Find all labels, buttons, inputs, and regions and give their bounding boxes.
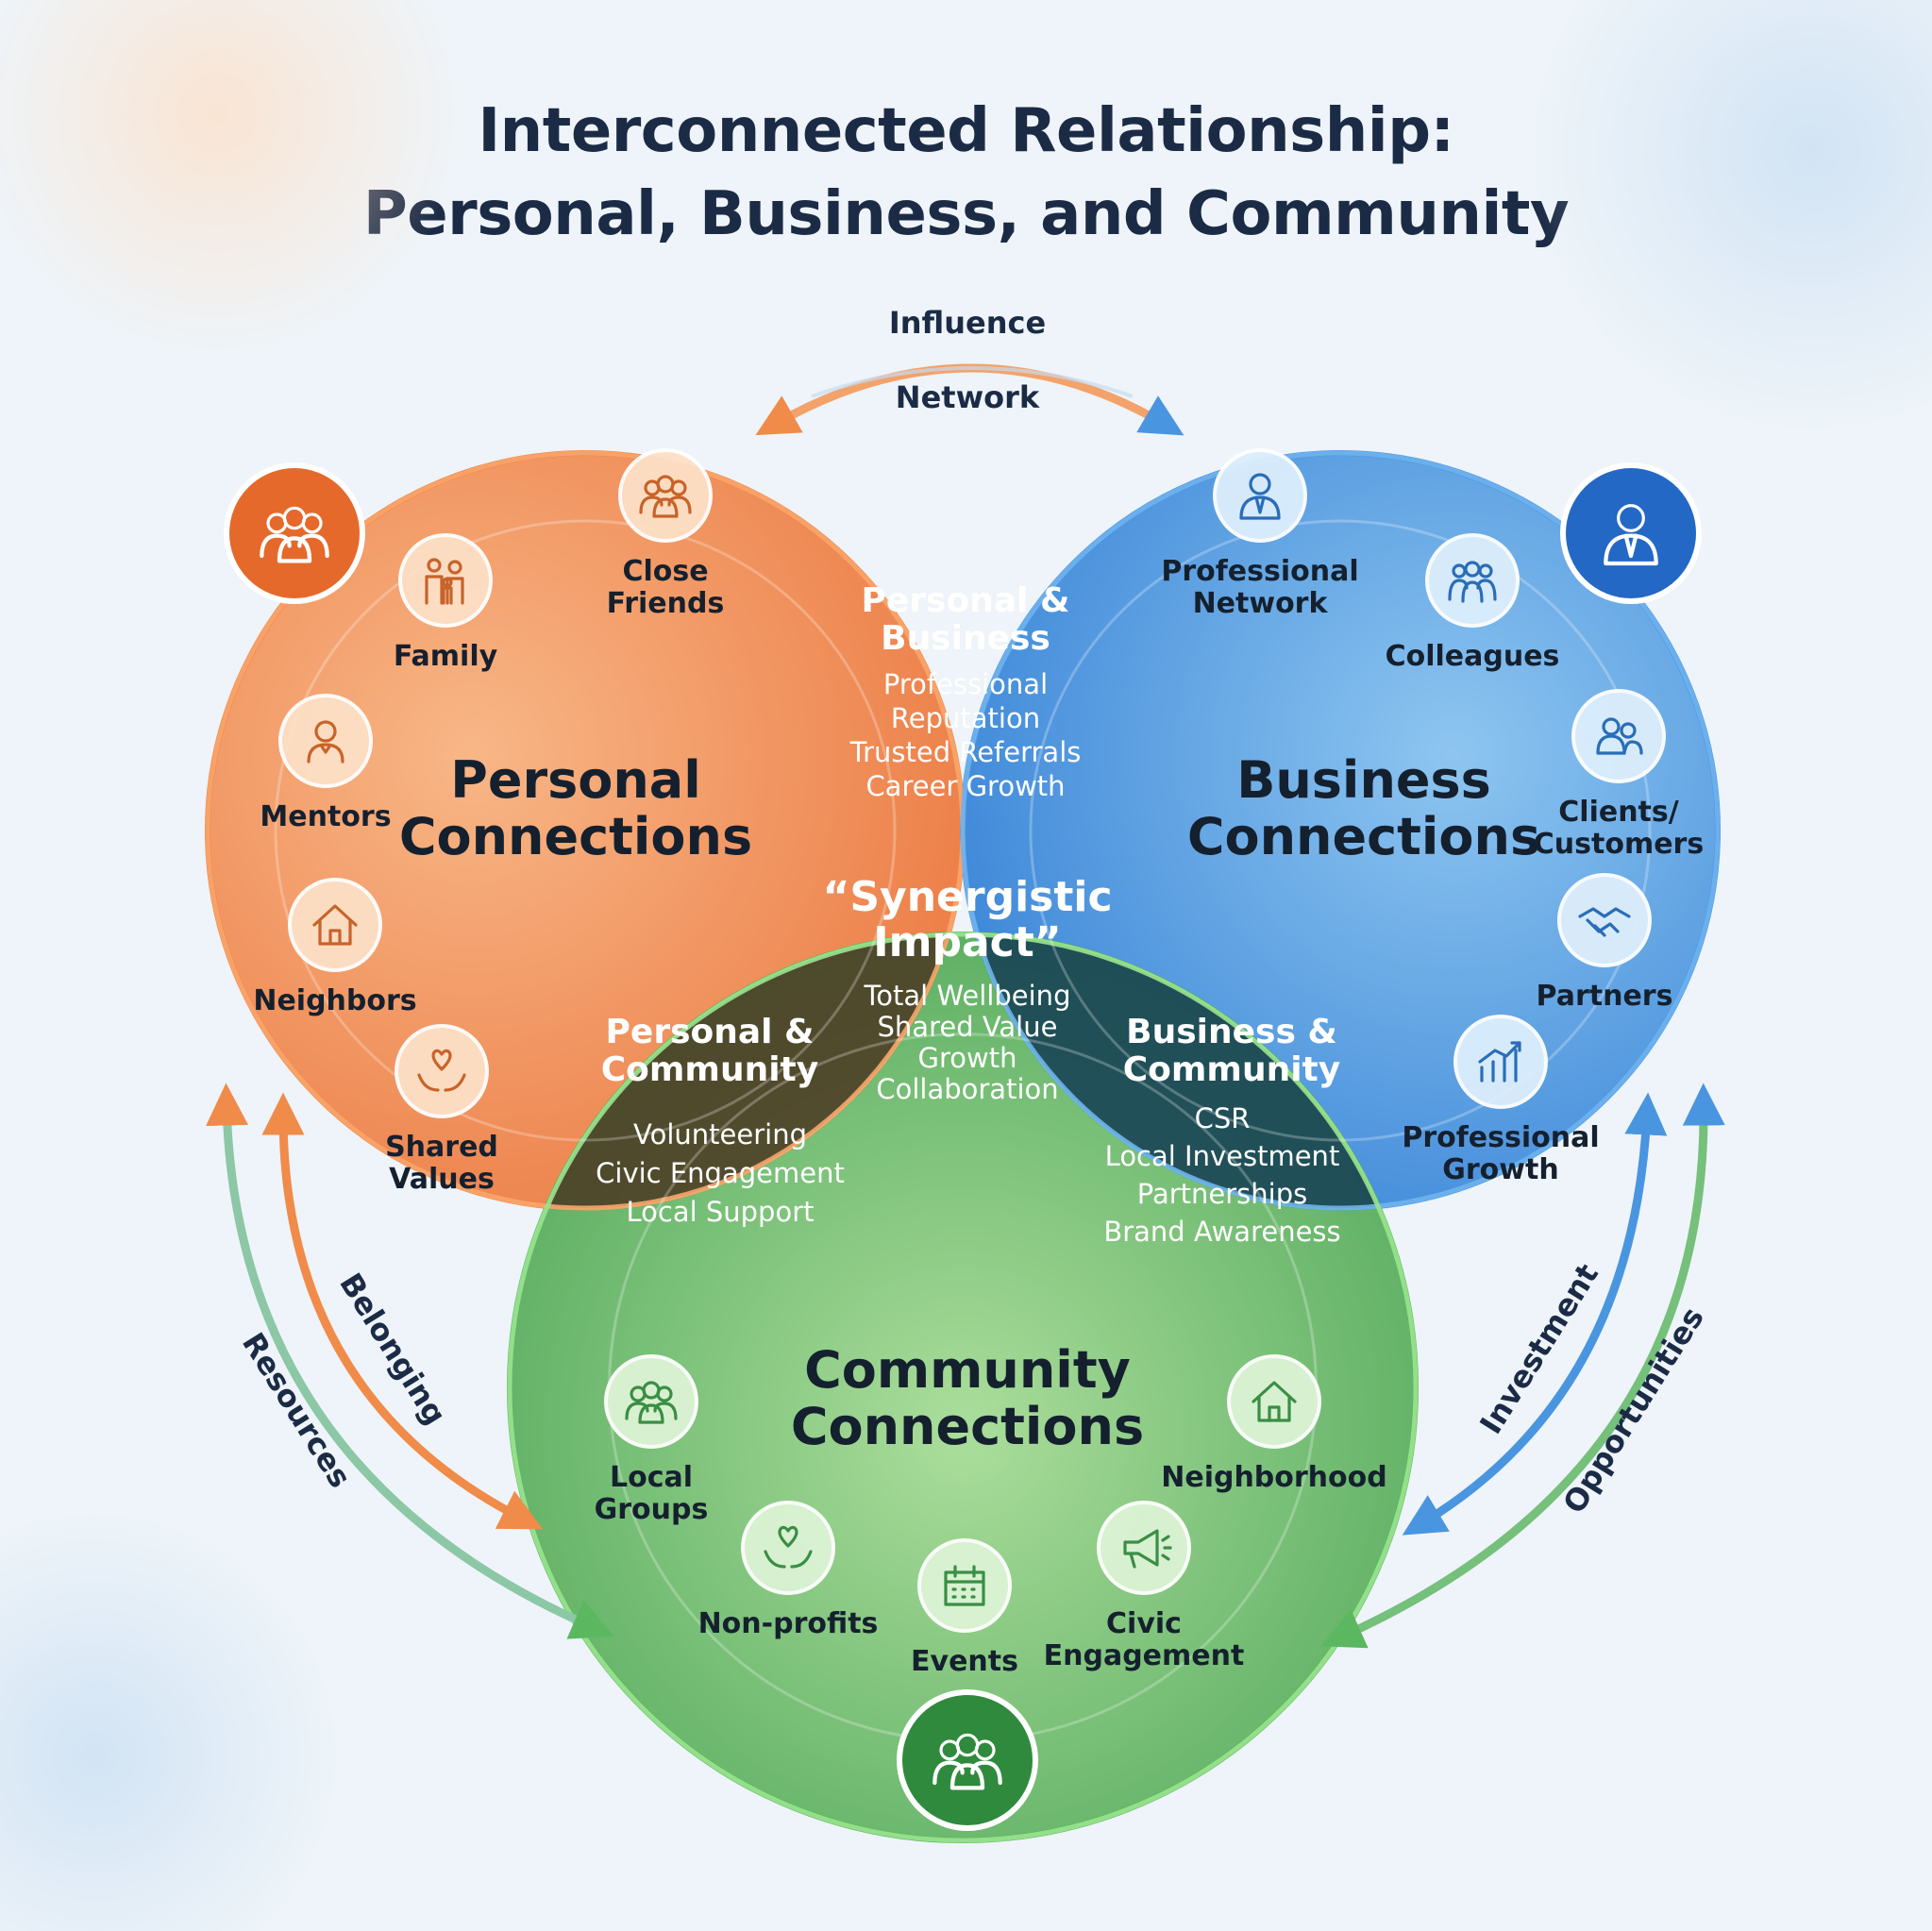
community-item-label: Events (911, 1645, 1018, 1678)
team-icon (1448, 561, 1497, 603)
community-item-label: Non-profits (698, 1607, 879, 1640)
personal-item-1: Family (394, 533, 498, 673)
personal-item-bubble (288, 878, 382, 972)
community-item-label: Neighborhood (1161, 1461, 1387, 1494)
house-icon (1252, 1381, 1297, 1422)
flow-label-network: Network (896, 379, 1040, 415)
overlap-pc-title: Personal &Community (601, 1013, 818, 1089)
growth-chart-icon (1478, 1041, 1521, 1083)
heart-hands-icon (764, 1525, 813, 1569)
overlap-bc-title: Business &Community (1123, 1013, 1340, 1089)
business-item-label: Partners (1537, 980, 1673, 1013)
business-item-bubble (1425, 533, 1520, 628)
business-item-3: Partners (1537, 873, 1673, 1013)
business-item-label: Colleagues (1386, 640, 1560, 673)
bg-blob-blue (1529, 0, 1932, 434)
people-icon (260, 506, 329, 563)
business-badge (1560, 462, 1702, 604)
personal-item-bubble (395, 1024, 489, 1118)
business-badge-circle (1560, 462, 1702, 604)
business-item-bubble (1213, 448, 1307, 543)
personal-item-bubble (618, 448, 713, 543)
group-icon (639, 475, 692, 518)
community-item-2: Non-profits (698, 1501, 879, 1640)
community-item-bubble (604, 1354, 698, 1449)
overlap-personal-community (510, 934, 963, 1208)
community-badge-circle (897, 1689, 1038, 1831)
personal-item-label: Neighbors (253, 984, 416, 1017)
overlap-business-community (963, 934, 1416, 1208)
group-icon (625, 1381, 678, 1424)
handshake-icon (1578, 907, 1631, 937)
business-item-2: Clients/Customers (1534, 689, 1704, 861)
community-item-bubble (1097, 1501, 1191, 1595)
overlap-pb-title: Personal &Business (862, 581, 1070, 658)
network-arrow (811, 366, 1134, 398)
flow-label-influence: Influence (889, 305, 1046, 341)
community-item-bubble (917, 1538, 1012, 1633)
personal-item-label: Mentors (260, 800, 391, 833)
bg-blob-blue-bottom (0, 1510, 340, 1931)
businessman-icon (1604, 504, 1658, 566)
heart-hands-icon (417, 1049, 466, 1092)
business-item-bubble (1557, 873, 1652, 967)
calendar-icon (944, 1565, 985, 1606)
business-item-bubble (1571, 689, 1666, 783)
personal-item-2: Mentors (260, 694, 392, 833)
megaphone-icon (1123, 1529, 1172, 1569)
businessman-icon (1239, 473, 1281, 520)
community-icon (932, 1733, 1002, 1790)
opportunities-arrow (1320, 1083, 1725, 1649)
community-item-1: Neighborhood (1161, 1354, 1387, 1494)
business-item-label: Clients/Customers (1534, 796, 1704, 861)
community-item-bubble (741, 1501, 835, 1595)
personal-item-label: Family (394, 640, 498, 673)
business-item-bubble (1453, 1015, 1548, 1109)
community-item-bubble (1227, 1354, 1321, 1449)
resources-arrow (206, 1083, 614, 1639)
flow-label-opportunities: Opportunities (1555, 1301, 1711, 1520)
community-item-3: Events (911, 1538, 1018, 1678)
personal-badge-circle (224, 462, 365, 604)
house-icon (312, 904, 358, 946)
personal-item-3: Neighbors (253, 878, 417, 1017)
bg-blob-orange (0, 0, 462, 359)
business-item-1: Colleagues (1386, 533, 1560, 673)
flow-arrows (206, 363, 1725, 1649)
family-icon (425, 558, 464, 605)
clients-icon (1596, 717, 1643, 755)
person-icon (307, 720, 344, 764)
diagram-title-line-1: Interconnected Relationship: (478, 96, 1454, 166)
flow-label-belonging: Belonging (332, 1267, 453, 1431)
diagram-title-line-2: Personal, Business, and Community (362, 179, 1570, 249)
community-badge (897, 1689, 1038, 1831)
personal-badge (224, 462, 365, 604)
